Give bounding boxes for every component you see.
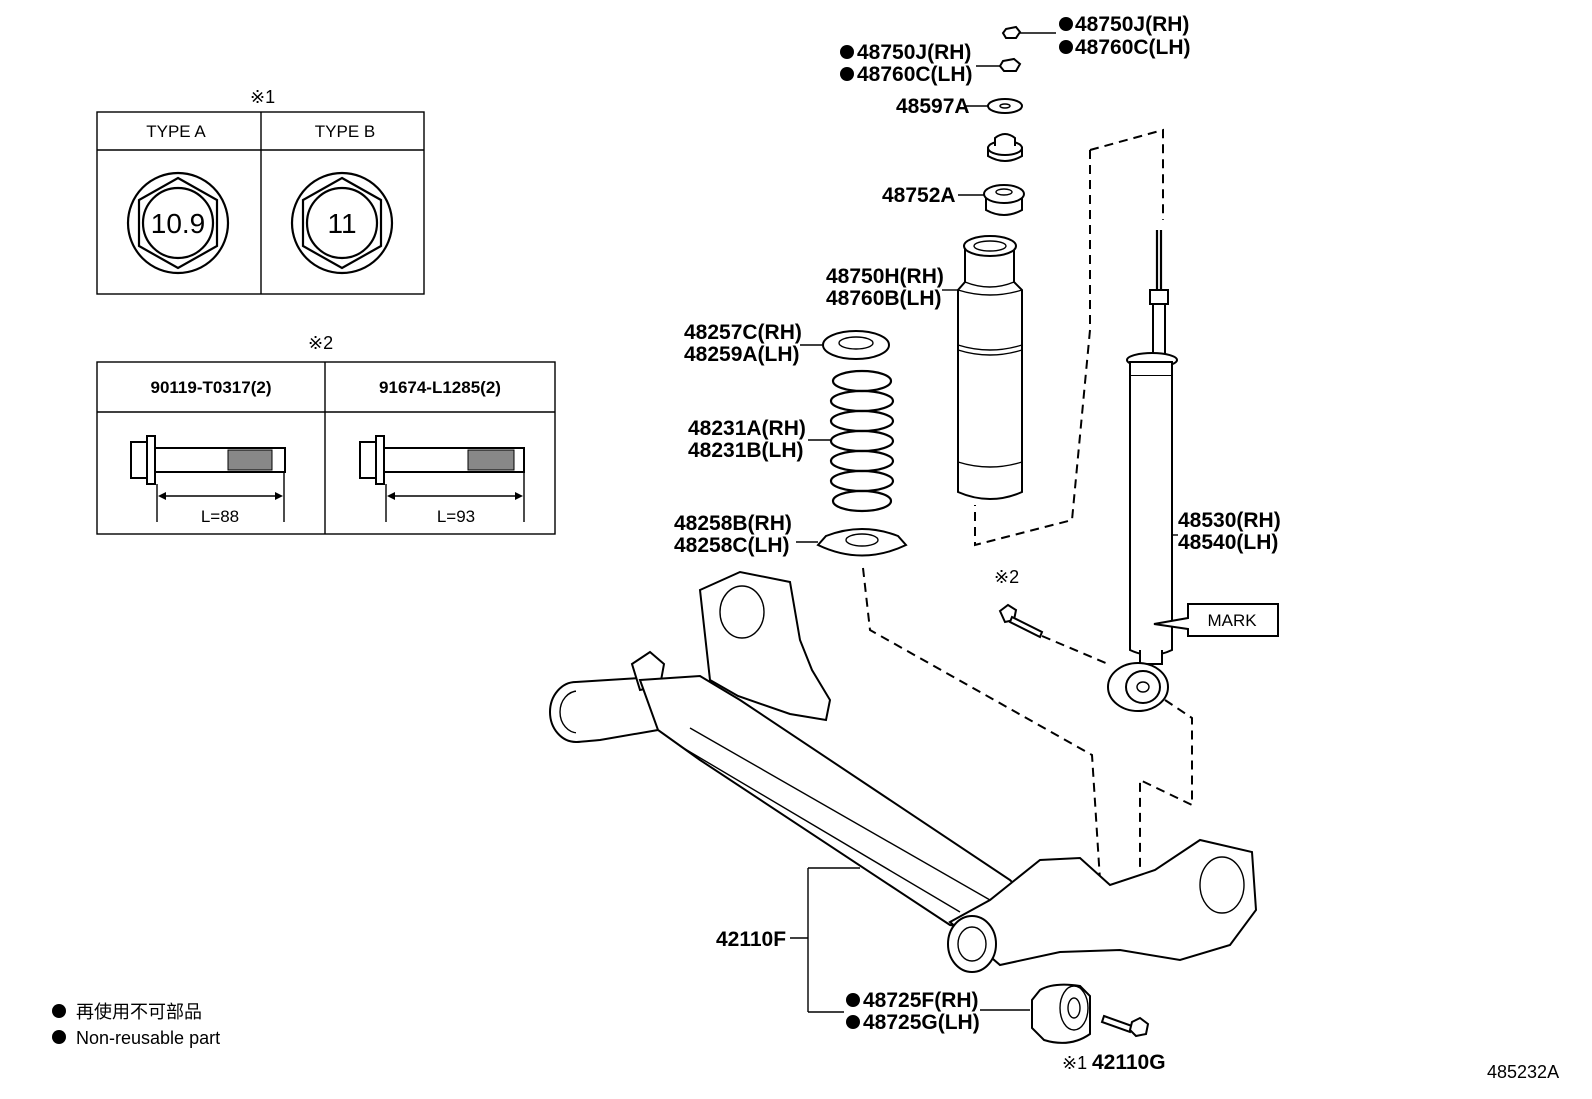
label-shock-rh: 48530(RH) [1178,509,1281,532]
upper-spring-seat: 48257C(RH) 48259A(LH) [684,321,890,366]
label-nut2-lh: 48760C(LH) [857,63,973,86]
type-b-label: TYPE B [315,122,375,141]
coil-spring: 48231A(RH) 48231B(LH) [688,369,895,513]
label-nut-top-lh: 48760C(LH) [1075,36,1191,59]
figure-id: 485232A [1487,1062,1559,1082]
note1-symbol: ※1 [250,87,275,107]
axle-beam: 42110F [549,570,1258,1013]
label-washer: 48597A [896,95,970,118]
type-b-mark: 11 [327,208,356,239]
upper-cushion [987,133,1023,162]
guide-lines [862,128,1193,881]
note1-callout: ※1 [1062,1053,1087,1073]
label-beam: 42110F [716,928,786,951]
label-bush-rh: 48725F(RH) [863,989,979,1012]
non-reusable-dot-icon [840,67,854,81]
bolt2-part-no: 91674-L1285(2) [379,378,501,397]
lower-cushion: 48752A [882,184,1025,216]
torque-mark-table: ※1 TYPE A TYPE B 10.9 11 [96,87,425,295]
lower-spring-seat: 48258B(RH) 48258C(LH) [674,512,908,557]
axle-bushing: 48725F(RH) 48725G(LH) [846,983,1091,1044]
dust-boot: 48750H(RH) 48760B(LH) [826,235,1023,500]
label-shock-lh: 48540(LH) [1178,531,1278,554]
label-bush-lh: 48725G(LH) [863,1011,980,1034]
label-nut2-rh: 48750J(RH) [857,41,971,64]
non-reusable-dot-icon [846,993,860,1007]
bolt1-part-no: 90119-T0317(2) [151,378,272,397]
bolt2-drawing: L=93 [359,435,525,526]
bolt2-length: L=93 [437,507,475,526]
label-nut-top-rh: 48750J(RH) [1075,13,1189,36]
legend-dot-icon [52,1004,66,1018]
legend: 再使用不可部品 Non-reusable part [52,1002,220,1048]
label-upper-seat-rh: 48257C(RH) [684,321,802,344]
label-spring-lh: 48231B(LH) [688,439,804,462]
shock-bolt: ※2 [994,567,1044,639]
washer: 48597A [896,95,1023,118]
type-a-label: TYPE A [146,122,206,141]
label-cushion: 48752A [882,184,956,207]
nut-second: 48750J(RH) 48760C(LH) [840,41,1022,86]
non-reusable-dot-icon [1059,17,1073,31]
label-upper-seat-lh: 48259A(LH) [684,343,800,366]
nut-top: 48750J(RH) 48760C(LH) [1001,13,1191,59]
type-a-mark: 10.9 [151,208,206,239]
legend-en: Non-reusable part [76,1028,220,1048]
label-boot-lh: 48760B(LH) [826,287,942,310]
shock-absorber: 48530(RH) 48540(LH) MARK [1107,230,1281,712]
beam-bolt: ※1 42110G [1062,1014,1166,1074]
note2-callout: ※2 [994,567,1019,587]
bolt-length-table: ※2 90119-T0317(2) 91674-L1285(2) L=88 [96,333,556,535]
legend-dot-icon [52,1030,66,1044]
bolt1-drawing: L=88 [130,435,286,526]
note2-symbol: ※2 [308,333,333,353]
non-reusable-dot-icon [840,45,854,59]
label-lower-seat-lh: 48258C(LH) [674,534,790,557]
legend-jp: 再使用不可部品 [76,1002,202,1022]
non-reusable-dot-icon [1059,40,1073,54]
label-mark: MARK [1207,611,1257,630]
bolt1-length: L=88 [201,507,239,526]
label-beam-bolt: 42110G [1092,1051,1166,1074]
non-reusable-dot-icon [846,1015,860,1029]
label-spring-rh: 48231A(RH) [688,417,806,440]
label-boot-rh: 48750H(RH) [826,265,944,288]
label-lower-seat-rh: 48258B(RH) [674,512,792,535]
